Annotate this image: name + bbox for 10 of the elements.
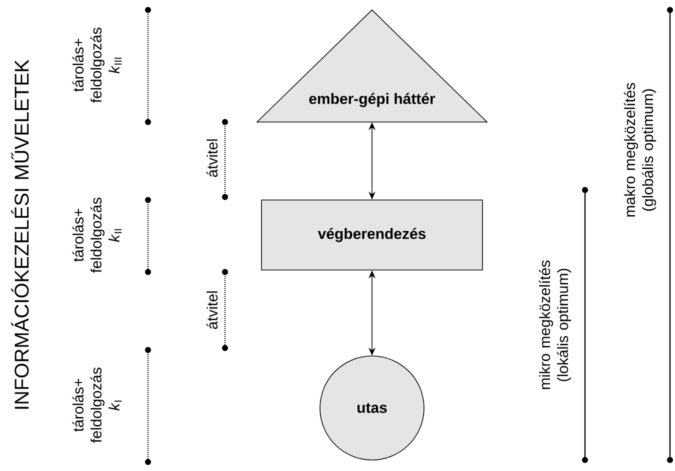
range-label: mikro megközelítés (lokális optimum): [538, 260, 572, 390]
range-label: tárolás+ feldolgozás k$_{II}$: [72, 198, 122, 273]
range-label: tárolás+ feldolgozás k$_{III}$: [72, 28, 122, 103]
vertical-title: INFORMÁCIÓKEZELÉSI MŰVELETEK: [11, 60, 29, 409]
circle-node: utas: [320, 356, 424, 460]
process-box: végberendezés: [261, 200, 483, 270]
range-label: átvitel: [206, 291, 218, 329]
range-label: átvitel: [206, 139, 218, 177]
range-label: makro megközelítés (globális optimum): [624, 83, 656, 217]
range-label: tárolás+ feldolgozás k$_{I}$: [72, 368, 122, 443]
